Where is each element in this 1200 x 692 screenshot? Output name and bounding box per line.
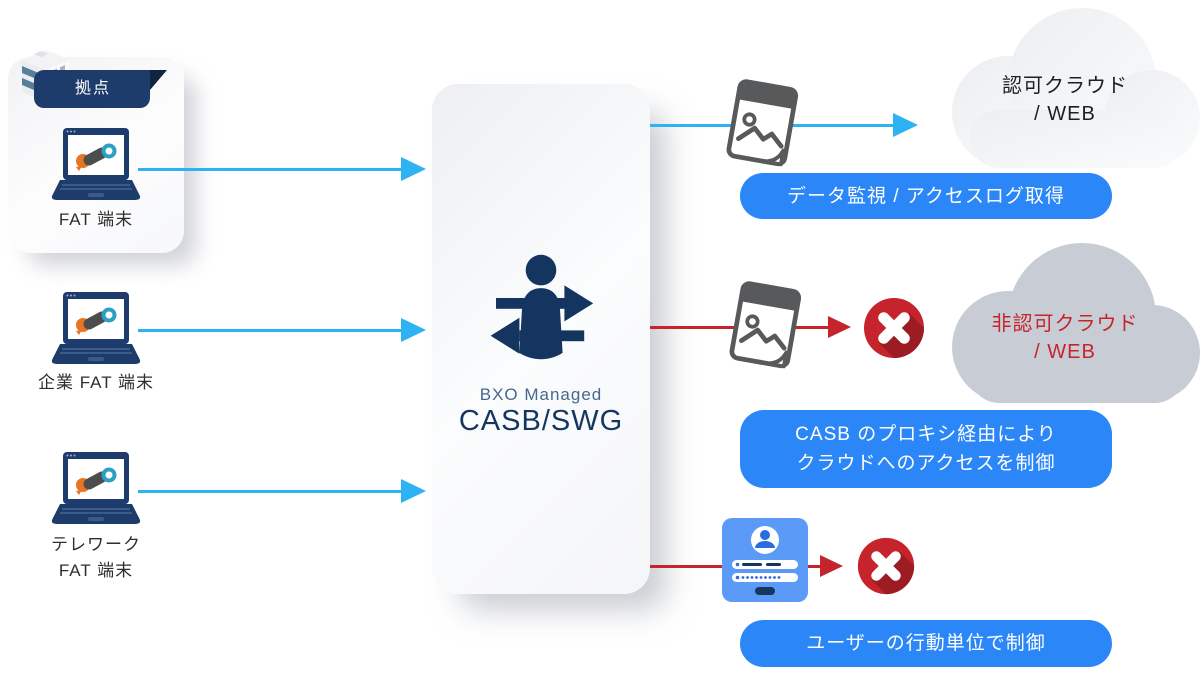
arrowhead-icon: [401, 318, 426, 342]
arrowhead-icon: [893, 113, 918, 137]
cloud-unapproved-line1: 非認可クラウド: [991, 313, 1139, 335]
laptop-icon: [51, 452, 141, 524]
cloud-approved-line1: 認可クラウド: [1002, 75, 1128, 97]
laptop-icon: [51, 292, 141, 364]
image-file-icon: [726, 79, 799, 167]
image-file-icon: [729, 281, 802, 369]
device-label-telework-line2: FAT 端末: [58, 561, 134, 580]
badge-user-control: ユーザーの行動単位で制御: [740, 620, 1112, 667]
arrow-corp-to-casb: [138, 329, 401, 332]
arrowhead-icon: [820, 555, 843, 577]
cloud-approved: [952, 8, 1200, 168]
arrowhead-icon: [828, 316, 851, 338]
cloud-unapproved-line2: / WEB: [1034, 341, 1096, 363]
casb-subtitle: BXO Managed: [479, 385, 603, 404]
blocked-icon: [864, 298, 924, 358]
arrowhead-icon: [401, 479, 426, 503]
device-label-telework-line1: テレワーク: [51, 535, 141, 554]
arrow-telework-to-casb: [138, 490, 401, 493]
blocked-icon: [857, 537, 915, 595]
site-ribbon-label: 拠点: [74, 80, 111, 97]
login-form-icon: [722, 518, 808, 602]
cloud-unapproved-label: 非認可クラウド / WEB: [930, 310, 1200, 366]
arrow-fat-to-casb: [138, 168, 401, 171]
laptop-icon: [51, 128, 141, 200]
arrowhead-icon: [401, 157, 426, 181]
device-label-fat: FAT 端末: [58, 210, 134, 229]
site-ribbon: [34, 70, 167, 108]
badge-proxy-control: CASB のプロキシ経由により クラウドへのアクセスを制御: [740, 410, 1112, 488]
cloud-approved-label: 認可クラウド / WEB: [930, 72, 1200, 128]
cloud-unapproved: [952, 243, 1200, 403]
device-label-corp-fat: 企業 FAT 端末: [37, 373, 155, 392]
badge-data-monitoring: データ監視 / アクセスログ取得: [740, 173, 1112, 219]
user-redirect-icon: [490, 254, 594, 360]
cloud-approved-line2: / WEB: [1034, 103, 1096, 125]
casb-title: CASB/SWG: [458, 405, 624, 437]
